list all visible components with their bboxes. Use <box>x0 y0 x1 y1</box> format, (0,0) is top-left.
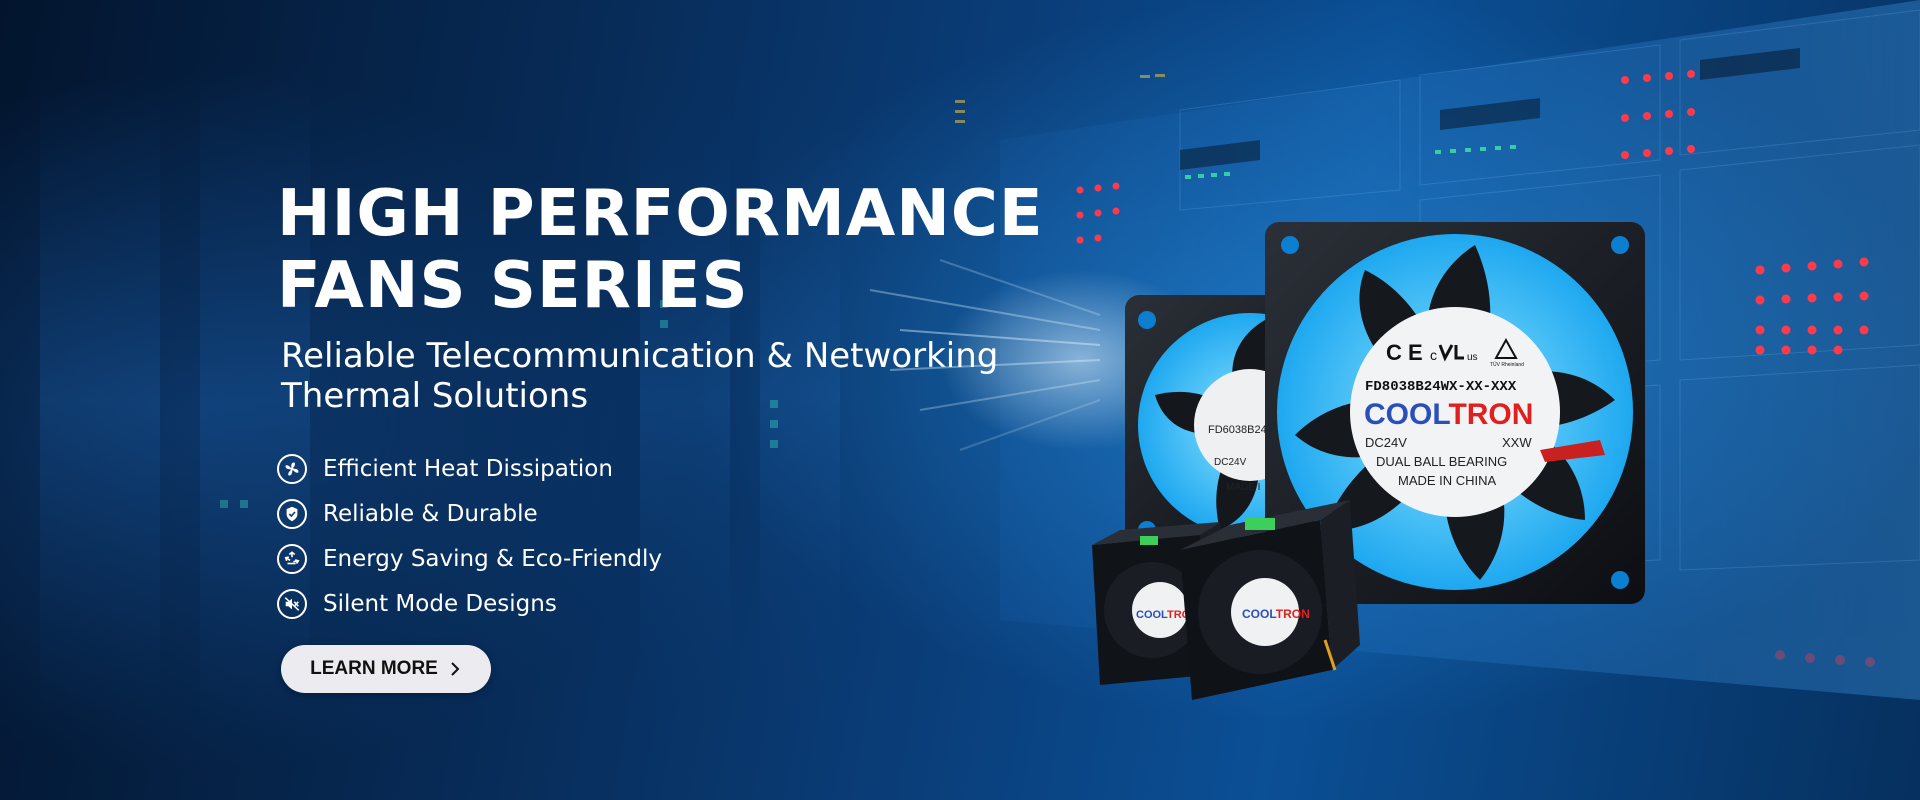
tuv-mark: TÜV Rheinland <box>1490 361 1524 368</box>
hero-headline: HIGH PERFORMANCE FANS SERIES <box>277 177 1044 323</box>
feature-item: Reliable & Durable <box>277 491 1077 536</box>
feature-label: Silent Mode Designs <box>323 590 557 617</box>
model-number: FD8038B24WX-XX-XXX <box>1365 379 1517 395</box>
power-rating: XXW <box>1502 435 1532 450</box>
main-fan: C E c us TÜV Rheinland FD8038B24WX-XX-XX… <box>1265 222 1645 604</box>
feature-list: Efficient Heat Dissipation Reliable & Du… <box>277 446 1077 626</box>
learn-more-button[interactable]: LEARN MORE <box>281 645 491 693</box>
origin-label: MADE IN CHINA <box>1398 473 1497 488</box>
ce-mark: C E <box>1386 340 1423 365</box>
hero-subheadline: Reliable Telecommunication & Networking … <box>281 336 999 416</box>
fan-icon <box>277 453 307 484</box>
hero-content: HIGH PERFORMANCE FANS SERIES Reliable Te… <box>277 178 1077 626</box>
voltage-rating: DC24V <box>1365 435 1407 450</box>
ul-us-mark: us <box>1467 352 1478 363</box>
bearing-type: DUAL BALL BEARING <box>1376 454 1507 469</box>
ul-logo <box>1438 344 1464 362</box>
mute-icon <box>277 588 307 619</box>
feature-label: Reliable & Durable <box>323 500 538 527</box>
small-fan-right-brand: COOLTRON <box>1242 607 1310 621</box>
feature-item: Efficient Heat Dissipation <box>277 446 1077 491</box>
feature-label: Efficient Heat Dissipation <box>323 455 613 482</box>
feature-item: Silent Mode Designs <box>277 581 1077 626</box>
back-fan-origin: MADE I <box>1226 482 1260 493</box>
small-fan-right: COOLTRON <box>1180 500 1360 700</box>
tuv-logo <box>1494 337 1518 359</box>
learn-more-label: LEARN MORE <box>310 658 438 679</box>
product-fan-image: FD6038B24 DC24V MADE I <box>1080 200 1680 720</box>
small-right-cool: COOL <box>1242 607 1276 621</box>
feature-label: Energy Saving & Eco-Friendly <box>323 545 662 572</box>
small-left-cool: COOL <box>1136 609 1168 621</box>
brand-logo: COOLTRON <box>1364 398 1533 431</box>
shield-check-icon <box>277 498 307 529</box>
back-fan-voltage: DC24V <box>1214 457 1247 468</box>
ul-mark: c <box>1430 347 1437 363</box>
small-right-tron: TRON <box>1276 607 1310 621</box>
feature-item: Energy Saving & Eco-Friendly <box>277 536 1077 581</box>
brand-tron: TRON <box>1448 398 1533 431</box>
recycle-icon <box>277 543 307 574</box>
chevron-right-icon <box>451 662 460 676</box>
brand-cool: COOL <box>1364 398 1450 431</box>
back-fan-model: FD6038B24 <box>1208 424 1267 436</box>
